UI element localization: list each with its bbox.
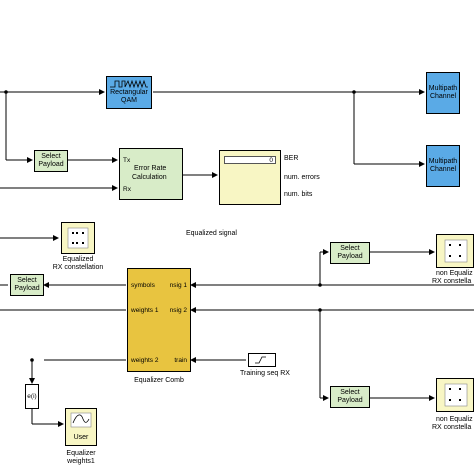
equalizer-weights-scope-block[interactable]: User [65,408,97,446]
non-eq-label-1: non Equaliz [436,270,473,277]
non-eq-label-2: RX constella [432,278,472,285]
ber-value: 0 [269,157,273,164]
equalized-signal-label: Equalized signal [186,230,237,237]
branch-point [318,283,322,287]
select-payload-label-1: Select [340,245,360,252]
qam-label-2: QAM [121,97,137,104]
multipath-label-2: Channel [429,166,457,173]
non-equalized-constellation-block-bottom[interactable] [436,378,474,412]
select-payload-label-1: Select [340,389,360,396]
abs-block[interactable]: e(i) [25,384,39,409]
select-payload-label-2: Payload [14,285,40,292]
branch-point [4,90,8,94]
multipath-label-2: Channel [429,93,457,100]
constellation-icon [67,227,89,249]
non-eq-label-1: non Equaliz [436,416,473,423]
qam-waveform-icon [110,79,148,89]
select-payload-label-2: Payload [337,397,363,404]
select-payload-label-1: Select [17,277,37,284]
select-payload-block-3[interactable]: Select Payload [330,242,370,264]
scope-label-1: Equalizer [66,450,96,457]
eq-const-label-2: RX constellation [52,264,104,271]
signal-source-icon [255,356,266,364]
ber-display-block[interactable]: 0 [219,150,281,205]
ber-label: BER [284,155,299,162]
multipath-channel-block-mid[interactable]: Multipath Channel [426,145,460,187]
select-payload-block-4[interactable]: Select Payload [330,386,370,408]
branch-point [30,358,34,362]
select-payload-label-2: Payload [38,161,64,168]
scope-label-2: weights1 [67,458,95,465]
nsig2-port-label: nsig 2 [169,307,187,314]
select-payload-block-2[interactable]: Select Payload [10,274,44,296]
equalizer-comb-block[interactable]: symbols weights 1 weights 2 nsig 1 nsig … [127,268,191,372]
branch-point [318,308,322,312]
error-rate-calculation-block[interactable]: Tx Rx Error Rate Calculation [119,148,183,200]
scope-icon [70,412,92,428]
multipath-label-1: Multipath [428,158,458,165]
multipath-channel-block-top[interactable]: Multipath Channel [426,72,460,114]
symbols-port-label: symbols [131,282,155,289]
select-payload-label-1: Select [41,153,61,160]
error-rate-label-1: Error Rate [134,165,167,172]
eq-const-label-1: Equalized [62,256,94,263]
user-label: User [73,434,89,441]
train-port-label: train [174,357,187,364]
error-rate-label-2: Calculation [132,174,167,181]
branch-point [352,90,356,94]
select-payload-label-2: Payload [337,253,363,260]
rx-port-label: Rx [123,186,131,193]
tx-port-label: Tx [123,157,131,164]
nsig1-port-label: nsig 1 [169,282,187,289]
num-errors-label: num. errors [284,174,320,181]
ber-value-field: 0 [224,156,276,164]
constellation-icon [444,239,468,263]
num-bits-label: num. bits [284,191,313,198]
non-eq-label-2: RX constella [432,424,472,431]
weights2-port-label: weights 2 [131,357,159,364]
abs-label: e(i) [27,393,37,400]
equalizer-comb-label: Equalizer Comb [134,377,184,384]
select-payload-block-1[interactable]: Select Payload [34,150,68,172]
training-seq-label: Training seq RX [240,370,290,377]
weights1-port-label: weights 1 [131,307,159,314]
rectangular-qam-block[interactable]: Rectangular QAM [106,76,152,109]
training-seq-block[interactable] [248,353,276,367]
qam-label-1: Rectangular [110,89,148,96]
multipath-label-1: Multipath [428,85,458,92]
constellation-icon [444,383,468,407]
non-equalized-constellation-block-top[interactable] [436,234,474,268]
equalized-constellation-block[interactable] [61,222,95,254]
